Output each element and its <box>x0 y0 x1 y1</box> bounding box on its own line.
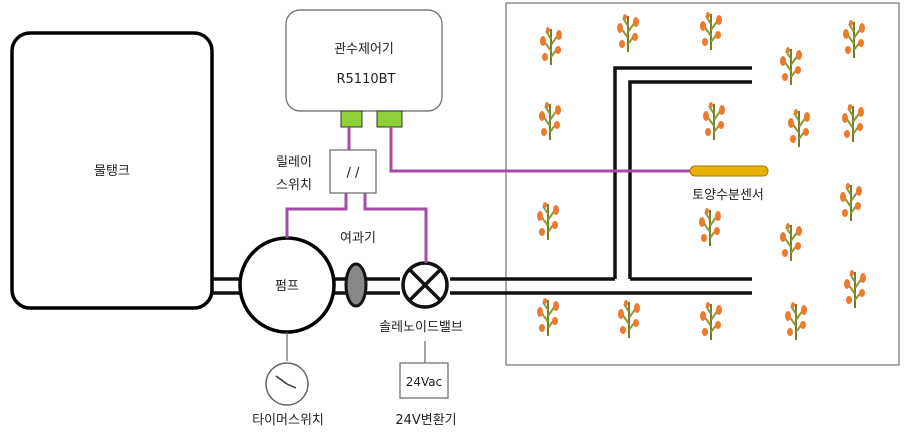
controller-connector-right <box>376 110 403 128</box>
wiring <box>285 127 700 263</box>
controller-box <box>285 9 443 112</box>
relay-label-line1: 릴레이 <box>276 155 312 170</box>
solenoid-valve-label: 솔레노이드밸브 <box>379 320 463 335</box>
soil-sensor <box>689 165 769 177</box>
filter-icon <box>344 262 368 308</box>
water-tank <box>10 31 214 310</box>
controller-label: 관수제어기 <box>334 42 394 57</box>
controller-connector-left <box>340 110 363 128</box>
transformer-box <box>399 362 449 399</box>
soil-sensor-label: 토양수분센서 <box>692 188 764 203</box>
filter-label: 여과기 <box>340 231 376 246</box>
relay-symbol: / / <box>347 166 361 181</box>
transformer-label: 24V변환기 <box>395 413 456 428</box>
solenoid-valve-icon <box>401 261 449 309</box>
controller-model: R5110BT <box>337 72 396 87</box>
timer-switch-label: 타이머스위치 <box>252 413 324 428</box>
clock-icon <box>265 362 309 406</box>
relay-label-line2: 스위치 <box>276 178 312 193</box>
field-area <box>505 2 900 366</box>
relay-switch <box>329 149 377 194</box>
water-tank-label: 물탱크 <box>94 164 130 179</box>
pump-label: 펌프 <box>275 279 299 294</box>
transformer-inner-label: 24Vac <box>406 375 443 389</box>
